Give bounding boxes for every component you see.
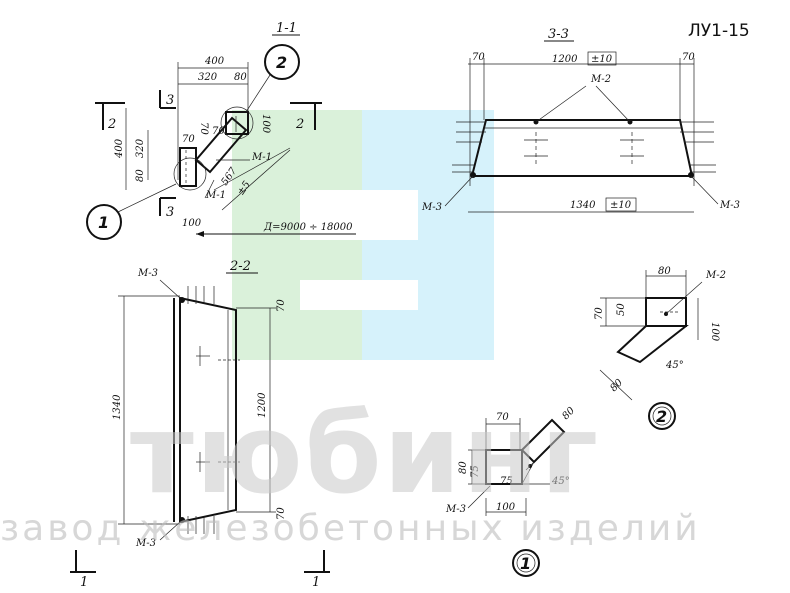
watermark-text: тюбинг завод железобетонных изделий bbox=[0, 390, 701, 549]
s22-dim-top: 70 bbox=[276, 299, 287, 312]
s11-diameter: Д=9000 ÷ 18000 bbox=[263, 222, 353, 233]
d1-dim-5: 100 bbox=[496, 502, 516, 513]
s33-dim-top-right: 70 bbox=[682, 52, 695, 63]
s11-dim-3: 70 bbox=[198, 122, 209, 135]
section-title-2-2: 2-2 bbox=[229, 259, 251, 274]
s33-dim-bottom-tol: ±10 bbox=[610, 200, 632, 211]
sheet-code: ЛУ1-15 bbox=[688, 21, 750, 41]
detail-1-marker: 1 bbox=[520, 554, 531, 573]
s11-dim-8: 80 bbox=[135, 169, 146, 182]
d2-dim-2: 50 bbox=[616, 303, 627, 316]
section-3-3: 3-3 70 1200 ±10 70 М-2 bbox=[421, 27, 740, 213]
s33-dim-bottom-length: 1340 bbox=[570, 200, 596, 211]
s22-label-m3-bottom: М-3 bbox=[135, 538, 156, 549]
s33-dim-top-left: 70 bbox=[472, 52, 485, 63]
s11-dim-9: 70 bbox=[182, 134, 195, 145]
s33-label-m2: М-2 bbox=[590, 74, 611, 85]
d1-dim-3: 75 bbox=[470, 465, 481, 478]
section-2-2: 2-2 1340 1200 70 70 bbox=[70, 259, 330, 590]
cut-mark-3-top: 3 bbox=[166, 93, 174, 108]
watermark-brand: тюбинг bbox=[130, 390, 600, 518]
d1-dim-2: 80 bbox=[458, 461, 469, 474]
s11-label-0: М-1 bbox=[251, 152, 272, 163]
s33-dim-top-tol: ±10 bbox=[591, 54, 613, 65]
cut-mark-2-left: 2 bbox=[107, 117, 116, 132]
d1-dim-6: 45° bbox=[551, 476, 570, 487]
section-title-1-1: 1-1 bbox=[276, 21, 297, 36]
s22-dim-total: 1340 bbox=[112, 394, 123, 420]
d1-label: М-3 bbox=[445, 504, 466, 515]
s11-dim-7: 320 bbox=[135, 138, 146, 158]
cut-mark-2-right: 2 bbox=[295, 117, 304, 132]
detail-1: 70 80 80 75 75 100 45° М-3 1 bbox=[445, 405, 578, 577]
s11-dim-10: 100 bbox=[182, 218, 202, 229]
detail-2: 80 М-2 70 50 100 80 45° 2 bbox=[594, 266, 726, 430]
d1-dim-0: 70 bbox=[496, 412, 509, 423]
callout-2-marker: 2 bbox=[276, 53, 287, 72]
s11-dim-2: 80 bbox=[234, 72, 247, 83]
s11-label-1: М-1 bbox=[205, 190, 226, 201]
s22-label-m3-top: М-3 bbox=[137, 268, 158, 279]
d2-dim-5: 45° bbox=[665, 360, 684, 371]
d2-dim-0: 80 bbox=[658, 266, 671, 277]
s22-dim-inner: 1200 bbox=[257, 392, 268, 418]
s11-dim-1: 320 bbox=[198, 72, 218, 83]
watermark-logo bbox=[232, 110, 494, 360]
s11-dim-0: 400 bbox=[204, 56, 225, 67]
s22-dim-bottom: 70 bbox=[276, 507, 287, 520]
detail-2-marker: 2 bbox=[656, 407, 667, 426]
d1-dim-4: 75 bbox=[500, 476, 513, 487]
s33-dim-top-length: 1200 bbox=[552, 54, 578, 65]
section-title-3-3: 3-3 bbox=[548, 27, 569, 42]
s11-dim-4: 70 bbox=[212, 126, 225, 137]
watermark-subtitle: завод железобетонных изделий bbox=[0, 508, 701, 549]
s33-label-m3-left: М-3 bbox=[421, 202, 442, 213]
d2-dim-3: 100 bbox=[709, 322, 720, 342]
cut-mark-1-left: 1 bbox=[80, 575, 88, 590]
callout-1-marker: 1 bbox=[98, 213, 109, 232]
s11-dim-6: 400 bbox=[114, 138, 125, 159]
cut-mark-3-bottom: 3 bbox=[166, 205, 174, 220]
cut-mark-1-right: 1 bbox=[312, 575, 320, 590]
s11-dim-5: 100 bbox=[260, 114, 271, 134]
d2-label: М-2 bbox=[705, 270, 726, 281]
s33-label-m3-right: М-3 bbox=[719, 200, 740, 211]
d2-dim-1: 70 bbox=[594, 307, 605, 320]
